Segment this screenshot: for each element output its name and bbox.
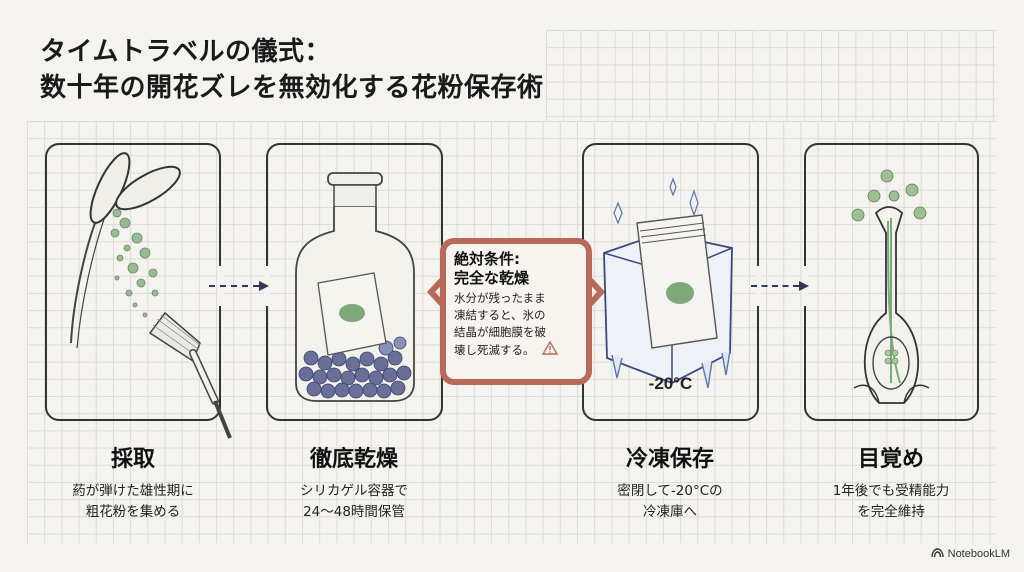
- step-label-collect: 採取 葯が弾けた雄性期に 粗花粉を集める: [23, 445, 243, 523]
- step-label-freeze: 冷凍保存 密閉して-20°Cの 冷凍庫へ: [560, 445, 780, 523]
- step-title: 徹底乾燥: [309, 447, 398, 472]
- step-title: 冷凍保存: [625, 447, 714, 472]
- brand-label: NotebookLM: [947, 548, 1010, 560]
- step-description: シリカゲル容器で 24〜48時間保管: [300, 483, 408, 520]
- step-title: 目覚め: [857, 447, 924, 472]
- arrow-icon: [751, 281, 809, 291]
- silica-jar-icon: [295, 172, 415, 402]
- step-description: 密閉して-20°Cの 冷凍庫へ: [617, 483, 723, 520]
- callout-notch-left: [426, 277, 445, 307]
- step-description: 1年後でも受精能力 を完全維持: [832, 483, 950, 520]
- grid-background-top: [546, 30, 996, 122]
- callout-title: 絶対条件: 完全な乾燥: [454, 250, 530, 287]
- arrow-icon: [209, 281, 269, 291]
- step-label-dry: 徹底乾燥 シリカゲル容器で 24〜48時間保管: [244, 445, 464, 523]
- ice-cube-bag-icon: [603, 177, 733, 389]
- title-line-1: タイムトラベルの儀式：: [40, 37, 331, 67]
- warning-callout: 絶対条件: 完全な乾燥 水分が残ったまま 凍結すると、氷の 結晶が細胞膜を破 壊…: [440, 238, 592, 385]
- step-title: 採取: [110, 447, 155, 472]
- warning-icon: [541, 340, 559, 360]
- step-label-awaken: 目覚め 1年後でも受精能力 を完全維持: [781, 445, 1001, 523]
- step-description: 葯が弾けた雄性期に 粗花粉を集める: [72, 483, 194, 520]
- title-line-2: 数十年の開花ズレを無効化する花粉保存術: [40, 73, 544, 103]
- page-title: タイムトラベルの儀式： 数十年の開花ズレを無効化する花粉保存術: [40, 34, 544, 106]
- notebooklm-brand: NotebookLM: [930, 548, 1010, 560]
- pistil-pollination-icon: [851, 169, 930, 404]
- anther-brush-icon: [70, 152, 232, 439]
- callout-body: 水分が残ったまま 凍結すると、氷の 結晶が細胞膜を破 壊し死滅する。: [454, 290, 578, 360]
- temperature-label: -20°C: [648, 374, 693, 393]
- notebooklm-logo-icon: [930, 548, 944, 560]
- callout-notch-right: [587, 277, 606, 307]
